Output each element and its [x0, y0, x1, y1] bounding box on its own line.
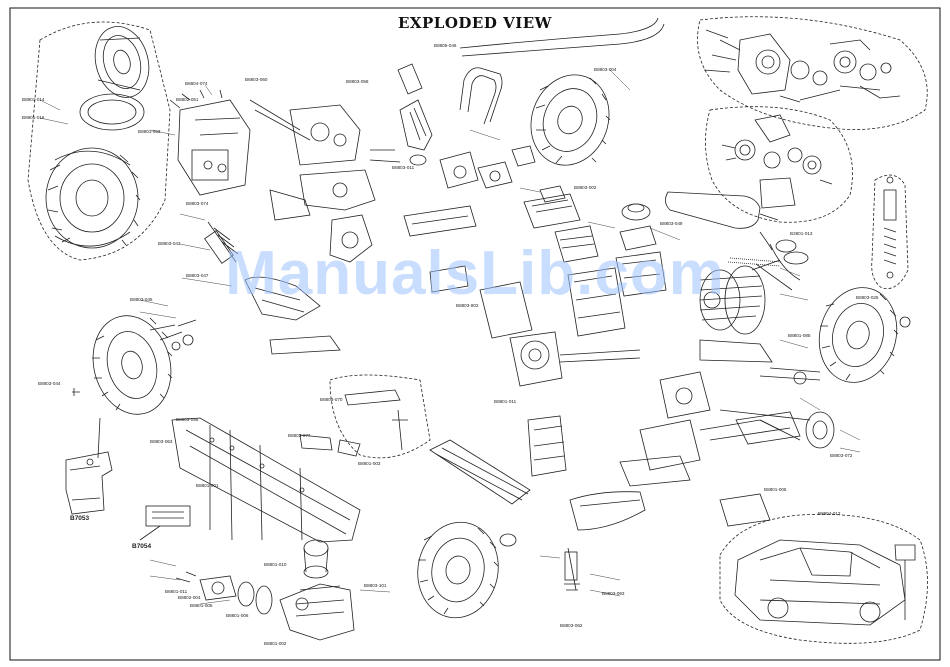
label-p19: B8803-101 [364, 583, 387, 588]
left-middle-tire [72, 315, 197, 415]
center-radio-box [523, 185, 667, 337]
watermark: ManualsLib.com [225, 239, 725, 308]
label-tire-l-a: B8901-014 [22, 97, 45, 102]
label-p01: B8803-060 [245, 77, 268, 82]
label-tire-l-b: B8901-016 [22, 115, 45, 120]
label-eng-f: B8801-011 [165, 589, 188, 594]
label-p03: B8803-074 [186, 201, 209, 206]
label-chassis-a: B8801-001 [196, 483, 219, 488]
left-upper-gearbox [169, 89, 311, 264]
label-gear-a: B8804-074 [185, 81, 208, 86]
label-hub-a: B2801-013 [790, 231, 813, 236]
label-right-a: B8801-005 [764, 487, 787, 492]
bottom-center-tire [417, 521, 517, 619]
left-chassis-plate [171, 417, 361, 543]
label-p16: B8803-025 [856, 295, 879, 300]
label-arm-a: B8803-802 [456, 303, 479, 308]
right-top-gear-bubble [697, 16, 928, 130]
label-p13: B8803-004 [594, 67, 617, 72]
label-p12: B8803-011 [392, 165, 415, 170]
label-p10: B8803-077 [288, 433, 311, 438]
label-eng-c: B8801-006 [226, 613, 249, 618]
left-top-wheel-group [27, 21, 171, 261]
label-pipe-a: B8805-046 [434, 43, 457, 48]
body-shell-bubble [719, 513, 928, 644]
label-p20: B8803-062 [560, 623, 583, 628]
bottom-engine [175, 539, 355, 641]
label-p17: B8803-072 [830, 453, 853, 458]
label-p15: B8803-049 [660, 221, 683, 226]
label-brace-a: B8801-003 [358, 461, 381, 466]
engine-assembly [699, 259, 793, 363]
page-title: EXPLODED VIEW [397, 14, 553, 32]
receiver-drawing [139, 505, 191, 541]
label-p08: B8803-056 [176, 417, 199, 422]
label-diff-a: B8801-011 [494, 399, 517, 404]
exhaust-pipe [665, 191, 809, 281]
label-eng-a: B8801-010 [264, 562, 287, 567]
center-bottom-suspension [329, 371, 791, 591]
label-body-a: B8804-013 [818, 511, 841, 516]
label-p11: B8803-070 [320, 397, 343, 402]
right-middle-gear-bubble [705, 106, 853, 223]
label-p05: B8803-047 [186, 273, 209, 278]
label-receiver: B7054 [132, 543, 152, 550]
label-eng-e: B8802-004 [178, 595, 201, 600]
label-transmitter: B7053 [70, 515, 90, 522]
transmitter-drawing [65, 417, 113, 515]
right-shock-bubble [871, 174, 909, 289]
label-p06: B8803-045 [130, 297, 153, 302]
right-lower-hub [719, 409, 835, 449]
label-p04: B8803-043 [158, 241, 181, 246]
label-eng-b: B8801-002 [264, 641, 287, 646]
center-diff-chassis [244, 205, 641, 387]
label-p07: B8803-044 [38, 381, 61, 386]
right-middle-tire [759, 287, 911, 385]
center-top-tire [530, 74, 611, 166]
label-p18: B8803-093 [602, 591, 625, 596]
center-upper-assembly [289, 17, 665, 263]
label-eng-d: B8801-005 [190, 603, 213, 608]
label-p02: B8803-058 [346, 79, 369, 84]
label-shock-a: B8801-085 [788, 333, 811, 338]
label-gear-b: B8802-051 [176, 97, 199, 102]
label-p09: B8803-063 [150, 439, 173, 444]
label-rim-a: B8801-053 [138, 129, 161, 134]
label-p14: B8803-002 [574, 185, 597, 190]
